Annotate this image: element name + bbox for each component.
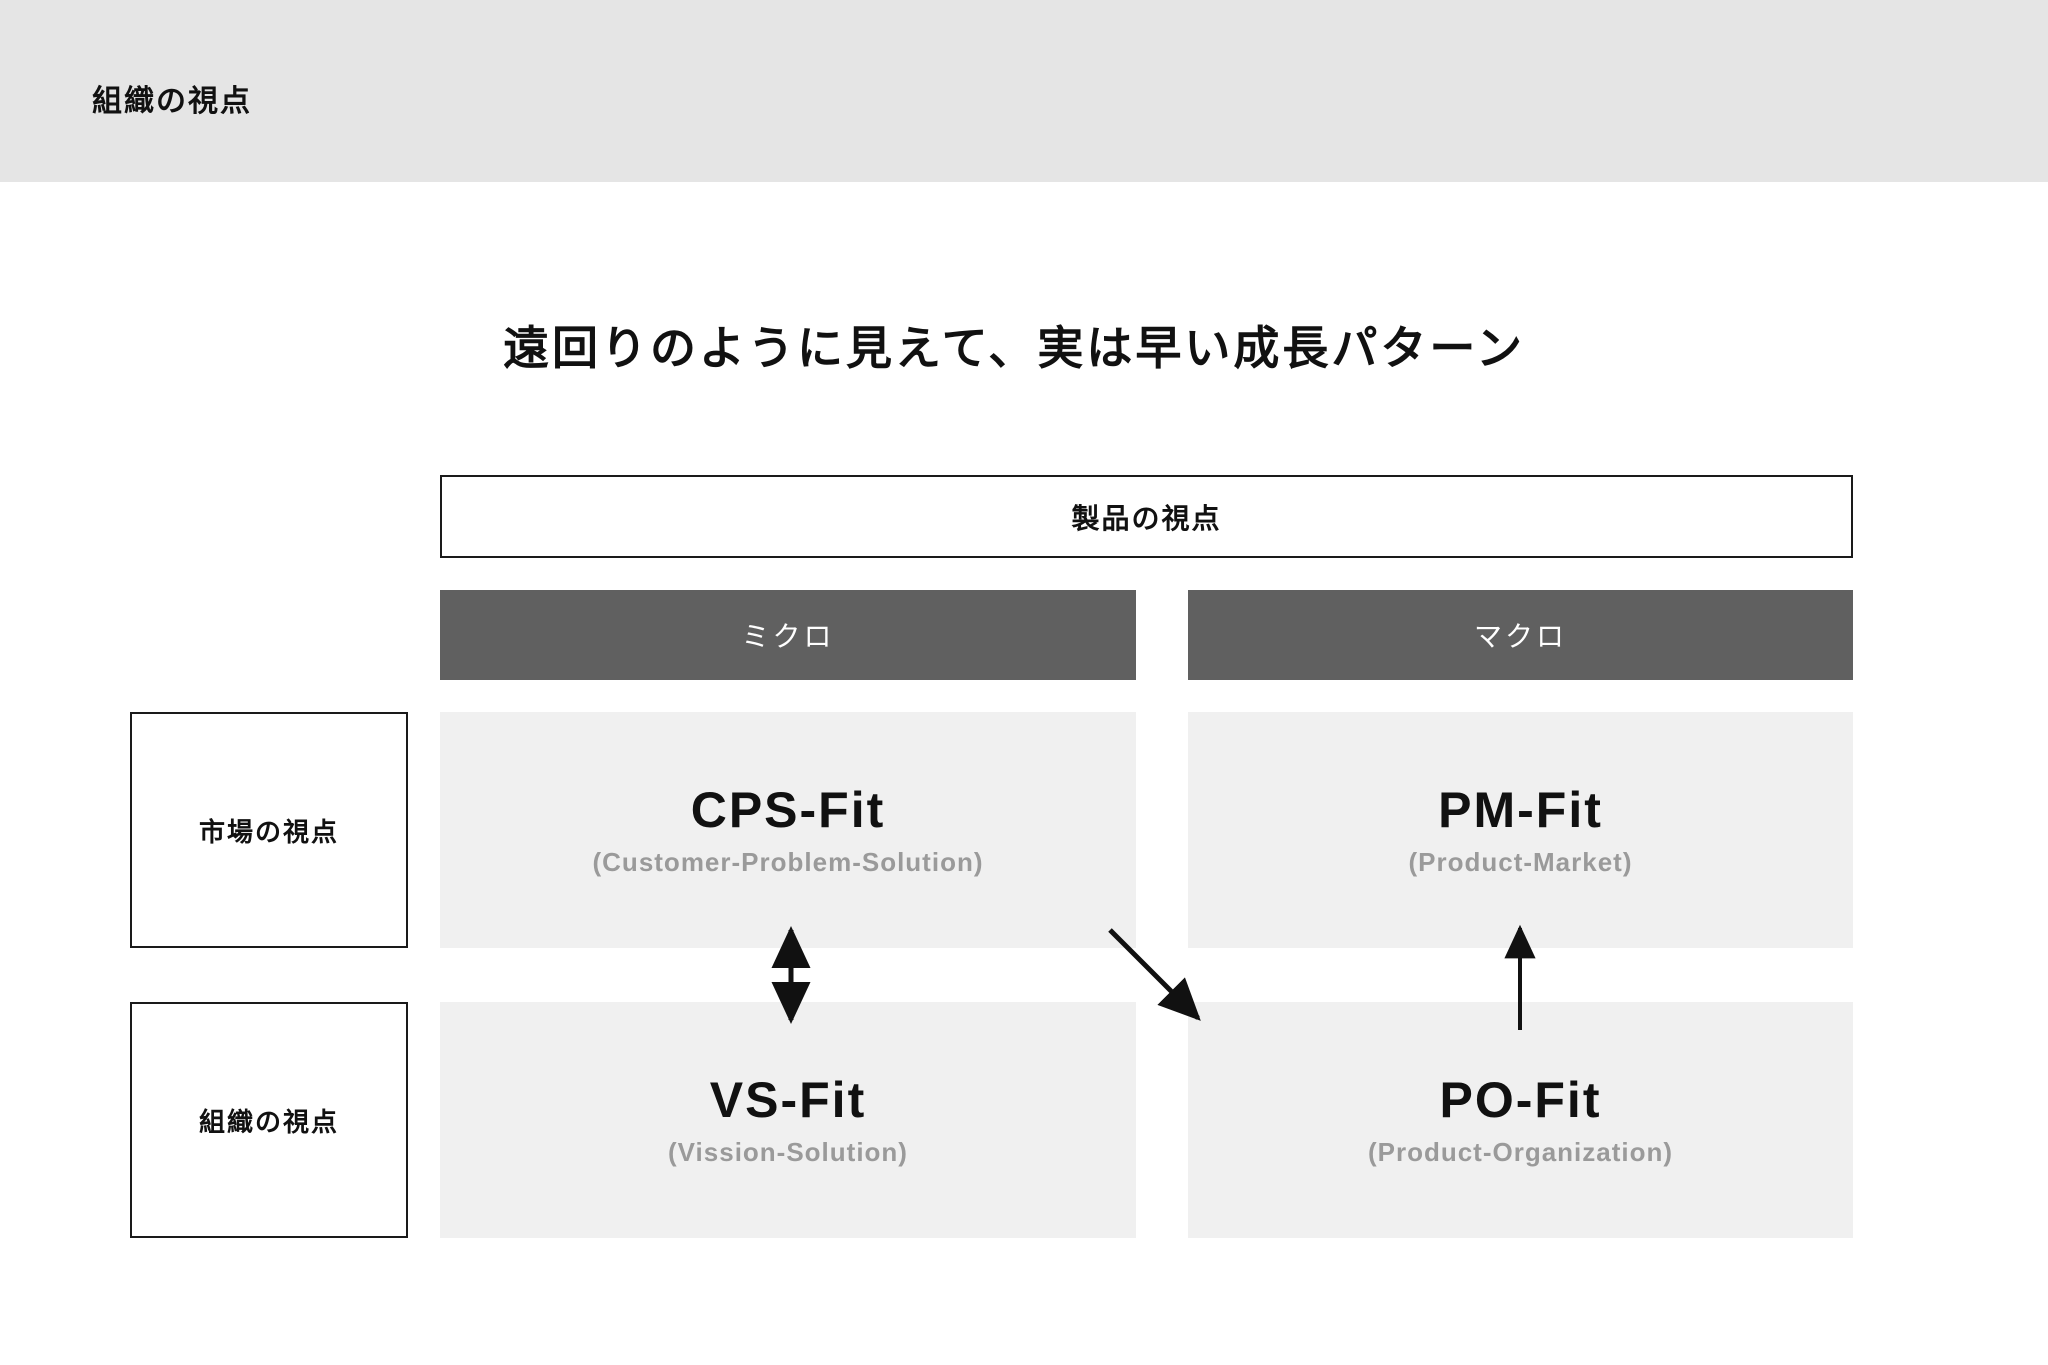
column-header-micro: ミクロ (440, 590, 1136, 680)
row-label-organization-text: 組織の視点 (198, 1106, 339, 1137)
product-axis-header: 製品の視点 (440, 475, 1853, 558)
slide-title: 遠回りのように見えて、実は早い成長パターン (502, 322, 1526, 374)
cell-pm-fit: PM-Fit (Product-Market) (1188, 712, 1853, 948)
cell-cps-fit-subtitle: (Customer-Problem-Solution) (592, 847, 984, 877)
cell-pm-fit-subtitle: (Product-Market) (1408, 847, 1633, 877)
cell-po-fit-name: PO-Fit (1439, 1072, 1602, 1128)
cell-vs-fit: VS-Fit (Vission-Solution) (440, 1002, 1136, 1238)
cell-vs-fit-subtitle: (Vission-Solution) (668, 1137, 908, 1167)
cell-po-fit: PO-Fit (Product-Organization) (1188, 1002, 1853, 1238)
column-header-micro-label: ミクロ (741, 621, 835, 652)
column-header-macro-label: マクロ (1473, 621, 1567, 652)
row-label-market-text: 市場の視点 (198, 816, 339, 847)
cell-cps-fit-name: CPS-Fit (690, 782, 886, 838)
cell-pm-fit-name: PM-Fit (1438, 782, 1603, 838)
cell-cps-fit: CPS-Fit (Customer-Problem-Solution) (440, 712, 1136, 948)
row-label-organization: 組織の視点 (130, 1002, 408, 1238)
product-axis-label: 製品の視点 (1071, 502, 1222, 534)
arrow-cps-po-diagonal (1108, 928, 1201, 1021)
column-header-macro: マクロ (1188, 590, 1853, 680)
cell-vs-fit-name: VS-Fit (709, 1072, 867, 1128)
cell-po-fit-subtitle: (Product-Organization) (1367, 1137, 1674, 1167)
header-title: 組織の視点 (92, 85, 252, 118)
row-label-market: 市場の視点 (130, 712, 408, 948)
header-band: 組織の視点 (0, 0, 2048, 182)
